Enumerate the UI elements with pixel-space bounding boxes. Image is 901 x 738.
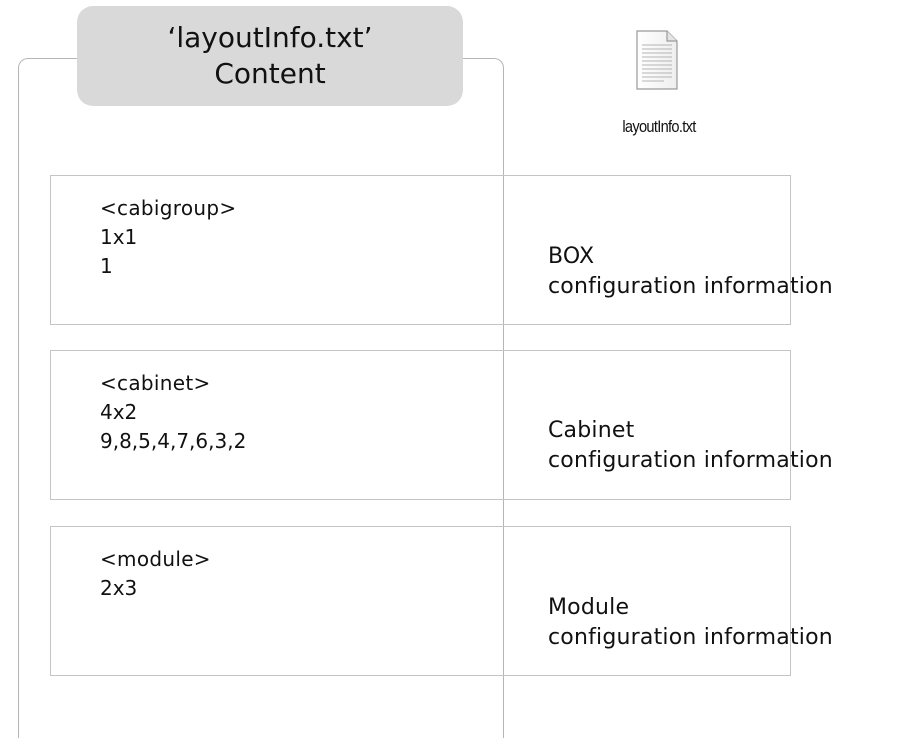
content-title-line2: Content [214,57,326,90]
module-size: 2x3 [100,576,138,600]
module-content: <module> 2x3 [100,545,211,603]
box-config-subtitle: configuration information [548,274,833,299]
box-config-description: BOX configuration information [548,242,833,302]
content-title-tab: ‘layoutInfo.txt’ Content [77,6,463,106]
file-name-label: layoutInfo.txt [622,117,696,136]
content-title-line1: ‘layoutInfo.txt’ [167,21,373,54]
cabigroup-content: <cabigroup> 1x1 1 [100,194,236,281]
cabigroup-value: 1 [100,254,113,278]
module-section: <module> 2x3 Module configuration inform… [50,526,833,676]
module-config-title: Module [548,595,630,620]
cabigroup-section: <cabigroup> 1x1 1 BOX configuration info… [50,175,833,325]
cabinet-tag: <cabinet> [100,371,211,395]
cabinet-order: 9,8,5,4,7,6,3,2 [100,429,247,453]
module-config-description: Module configuration information [548,593,833,653]
cabigroup-size: 1x1 [100,225,138,249]
cabinet-section: <cabinet> 4x2 9,8,5,4,7,6,3,2 Cabinet co… [50,350,833,500]
cabinet-size: 4x2 [100,400,138,424]
cabinet-config-subtitle: configuration information [548,448,833,473]
cabinet-config-description: Cabinet configuration information [548,416,833,476]
text-file-icon [634,28,680,92]
cabinet-config-title: Cabinet [548,418,635,443]
module-tag: <module> [100,547,211,571]
cabinet-content: <cabinet> 4x2 9,8,5,4,7,6,3,2 [100,369,246,456]
module-config-subtitle: configuration information [548,625,833,650]
box-config-title: BOX [548,244,595,269]
cabigroup-tag: <cabigroup> [100,196,237,220]
